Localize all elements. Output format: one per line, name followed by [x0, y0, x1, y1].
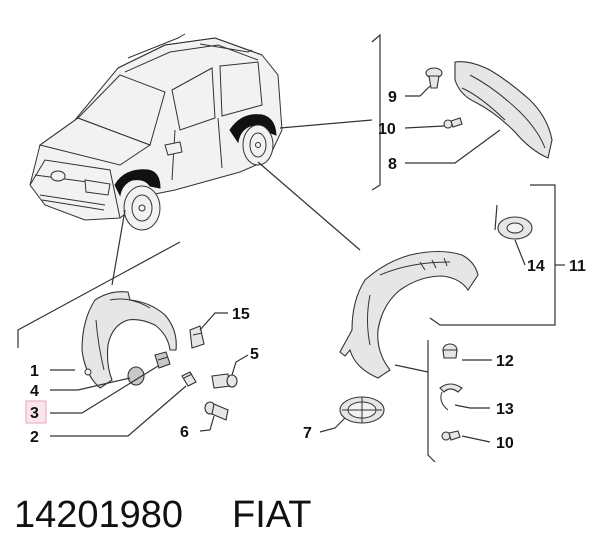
part-4-grommet — [127, 366, 145, 386]
rear-liner-group — [319, 184, 565, 463]
part-11-rear-liner — [339, 250, 479, 379]
part-5-bolt — [211, 373, 238, 389]
part-9-push-clip — [425, 67, 443, 89]
callout-13: 13 — [496, 401, 514, 418]
part-2-screw — [181, 371, 197, 387]
part-10-screw-top — [443, 117, 463, 129]
callout-7: 7 — [303, 425, 312, 442]
callout-12: 12 — [496, 353, 514, 370]
callout-5: 5 — [250, 346, 259, 363]
callout-11: 11 — [569, 258, 586, 275]
part-15-clip — [189, 325, 205, 349]
part-10-screw-bottom — [441, 430, 461, 441]
part-8-splash-shield — [454, 61, 553, 159]
callout-labels: 1 4 3 2 15 5 6 7 9 10 8 14 11 12 13 10 — [25, 89, 586, 452]
part-6-bolt — [204, 401, 229, 421]
part-12-nut — [442, 343, 458, 359]
callout-10-top: 10 — [378, 121, 396, 138]
footer: 14201980 FIAT — [14, 494, 312, 536]
part-3-clip — [154, 351, 171, 369]
callout-14: 14 — [527, 258, 545, 275]
callout-1: 1 — [30, 363, 39, 380]
callout-2: 2 — [30, 429, 39, 446]
callout-6: 6 — [180, 424, 189, 441]
rear-shield-group — [371, 33, 553, 191]
highlight-box-3 — [25, 400, 47, 424]
callout-15: 15 — [232, 306, 250, 323]
front-liner-group — [17, 241, 249, 437]
car-leader-lines — [111, 119, 373, 286]
callout-8: 8 — [388, 156, 397, 173]
car-illustration — [29, 33, 283, 231]
part-number: 14201980 — [14, 494, 183, 536]
part-13-ring-clip — [439, 383, 463, 411]
callout-3: 3 — [30, 405, 39, 422]
callout-10-bottom: 10 — [496, 435, 514, 452]
part-7-plate — [339, 396, 385, 424]
brand-name: FIAT — [232, 494, 312, 536]
callout-9: 9 — [388, 89, 397, 106]
part-14-seal — [497, 216, 533, 240]
callout-4: 4 — [30, 383, 39, 400]
